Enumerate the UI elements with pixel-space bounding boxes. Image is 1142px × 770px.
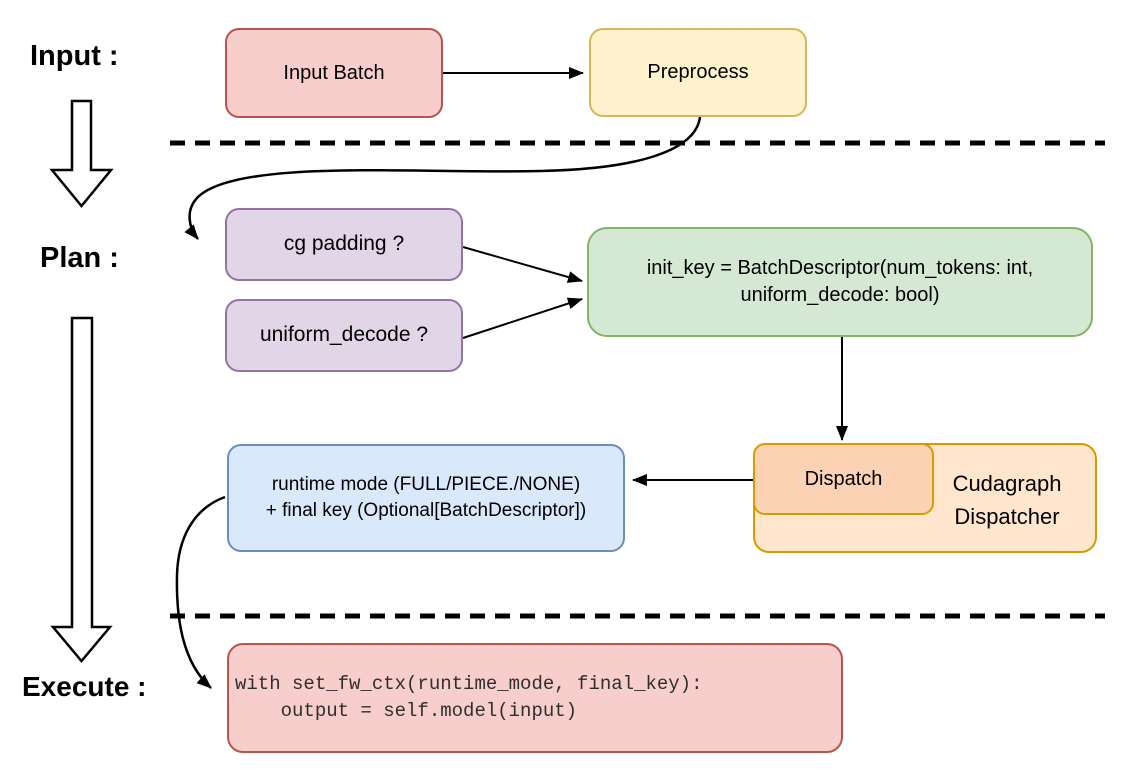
phase-label-execute: Execute :	[22, 671, 147, 702]
execute-code-line2: output = self.model(input)	[235, 700, 578, 722]
edge-cgpadding-initkey	[462, 246, 583, 283]
node-input-batch: Input Batch	[225, 28, 443, 118]
node-uniform-decode-label: uniform_decode ?	[259, 323, 429, 347]
node-runtime-mode: runtime mode (FULL/PIECE./NONE) + final …	[227, 444, 625, 552]
node-cg-padding-label: cg padding ?	[283, 232, 405, 256]
phase-arrow-plan-to-execute-icon	[50, 316, 113, 663]
node-dispatch: Dispatch	[753, 443, 934, 515]
edge-uniformdecode-initkey	[462, 297, 583, 339]
node-runtime-mode-line2: + final key (Optional[BatchDescriptor])	[265, 500, 587, 521]
edge-preprocess-cgpadding	[184, 116, 702, 240]
node-cg-padding: cg padding ?	[225, 208, 463, 281]
execute-code-line1: with set_fw_ctx(runtime_mode, final_key)…	[235, 673, 703, 696]
node-init-key-line1: init_key = BatchDescriptor(num_tokens: i…	[646, 257, 1034, 279]
cudagraph-line1: Cudagraph	[952, 471, 1062, 496]
node-runtime-mode-line1: runtime mode (FULL/PIECE./NONE)	[271, 474, 581, 496]
node-init-key: init_key = BatchDescriptor(num_tokens: i…	[587, 227, 1093, 337]
node-cudagraph-dispatcher-label: Cudagraph Dispatcher	[927, 445, 1087, 555]
node-dispatch-label: Dispatch	[804, 467, 883, 490]
node-preprocess-label: Preprocess	[647, 61, 749, 83]
edge-runtimemode-executecode	[175, 495, 226, 689]
node-uniform-decode: uniform_decode ?	[225, 299, 463, 372]
node-init-key-line2: uniform_decode: bool)	[740, 284, 940, 306]
phase-label-input: Input :	[30, 40, 119, 72]
cudagraph-line2: Dispatcher	[954, 504, 1060, 529]
phase-arrow-input-to-plan-icon	[49, 99, 114, 208]
node-execute-code: with set_fw_ctx(runtime_mode, final_key)…	[227, 643, 843, 753]
node-input-batch-label: Input Batch	[283, 61, 385, 84]
node-preprocess: Preprocess	[589, 28, 807, 117]
phase-label-plan: Plan :	[40, 242, 119, 274]
